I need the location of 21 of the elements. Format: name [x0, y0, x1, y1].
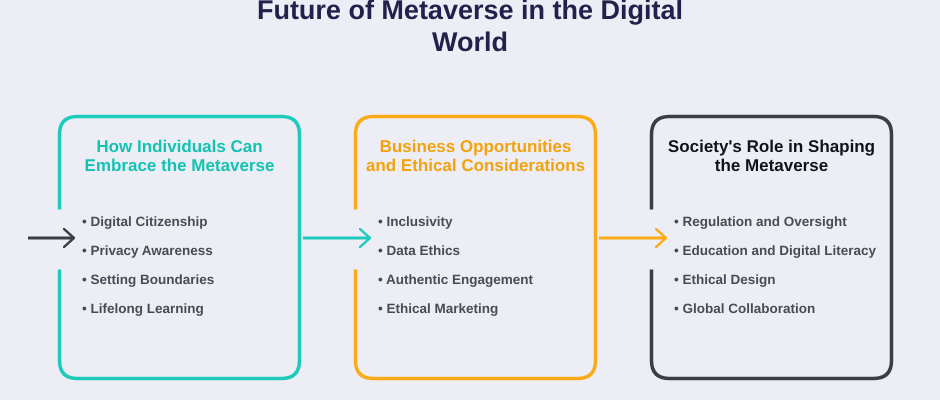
card-heading: Business Opportunities and Ethical Considerations	[364, 137, 586, 175]
card-box	[650, 115, 893, 380]
bullet-item: • Data Ethics	[378, 242, 462, 259]
bullet-item: • Setting Boundaries	[82, 271, 216, 288]
bullet-item: • Authentic Engagement	[378, 271, 534, 288]
bullet-item: • Digital Citizenship	[82, 213, 208, 230]
card-heading: Society's Role in Shaping the Metaverse	[666, 137, 876, 175]
arrow	[599, 228, 668, 248]
bullet-item: • Education and Digital Literacy	[674, 242, 878, 259]
arrow	[28, 228, 76, 248]
bullet-item: • Lifelong Learning	[82, 300, 205, 317]
card-box	[58, 115, 301, 380]
card-box	[354, 115, 597, 380]
bullet-item: • Regulation and Oversight	[674, 213, 848, 230]
bullet-item: • Ethical Design	[674, 271, 777, 288]
arrow	[303, 228, 372, 248]
bullet-item: • Inclusivity	[378, 213, 454, 230]
card-heading: How Individuals Can Embrace the Metaverse	[84, 137, 276, 175]
bullet-item: • Global Collaboration	[674, 300, 816, 317]
bullet-item: • Privacy Awareness	[82, 242, 214, 259]
bullet-item: • Ethical Marketing	[378, 300, 500, 317]
